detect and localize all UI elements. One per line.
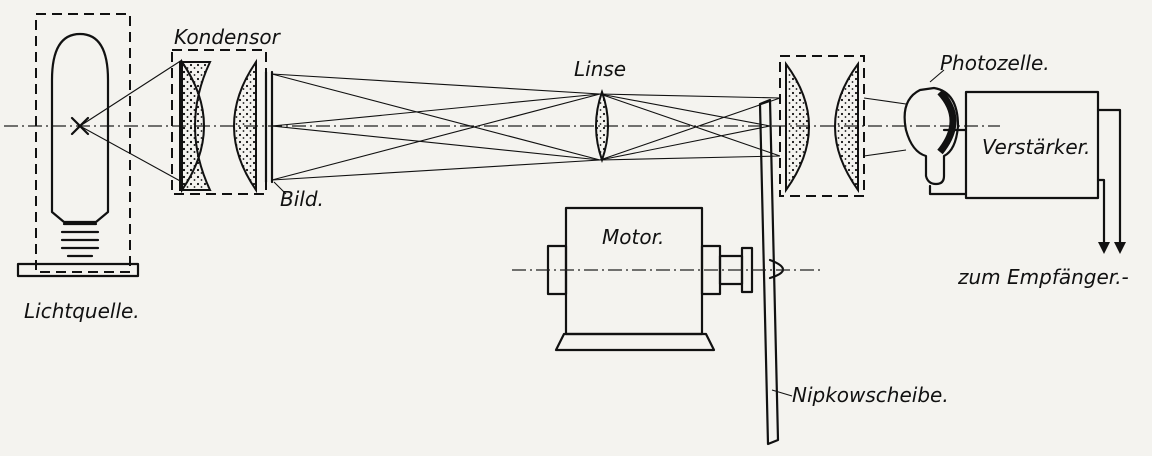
label-lens: Linse — [574, 57, 626, 81]
condenser-lens-2 — [233, 58, 257, 194]
light-source — [16, 13, 140, 278]
condenser-lens-1 — [181, 58, 205, 194]
photocell — [903, 86, 960, 186]
nipkow-disc — [758, 98, 780, 446]
bulb — [50, 32, 110, 224]
label-photocell: Photozelle. — [940, 51, 1050, 75]
beam-rays — [271, 73, 781, 181]
image-plate — [264, 70, 274, 184]
label-to-receiver: zum Empfänger.- — [957, 265, 1129, 289]
label-motor: Motor. — [602, 225, 664, 249]
amplifier — [928, 90, 1126, 254]
condenser-housing-2 — [779, 55, 865, 197]
label-light-source: Lichtquelle. — [24, 299, 140, 323]
lamp-housing — [35, 13, 131, 273]
label-amplifier: Verstärker. — [982, 135, 1090, 159]
lens — [595, 88, 609, 164]
lamp-base — [16, 262, 140, 278]
condenser-right — [779, 55, 865, 197]
bulb-screw-base — [60, 222, 100, 258]
rays-lamp-condenser — [79, 59, 183, 183]
label-nipkow-disc: Nipkowscheibe. — [792, 383, 949, 407]
motor — [512, 206, 824, 352]
condenser-left — [171, 49, 267, 195]
label-image: Bild. — [280, 187, 324, 211]
label-condenser: Kondensor — [174, 25, 282, 49]
amplifier-box — [964, 90, 1100, 200]
